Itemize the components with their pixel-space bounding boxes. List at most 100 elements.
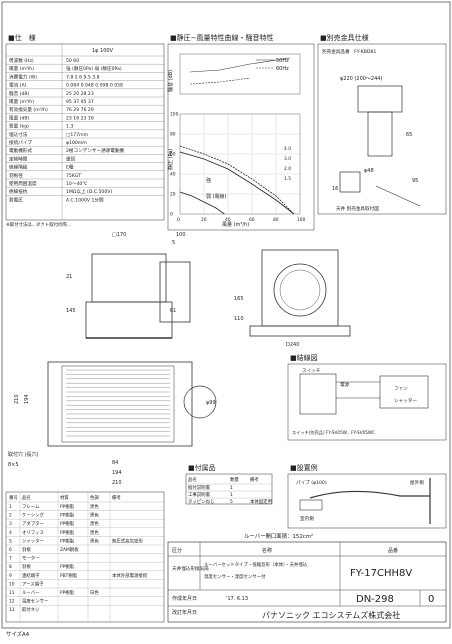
wiring-label-shutter: シャッター <box>394 397 417 404</box>
spec-row-value: 75KGT <box>66 173 81 179</box>
parts-cell: 羽根 <box>22 563 31 570</box>
spec-row-label: 定格時間 <box>9 155 28 162</box>
front-view: □170 5 100 21 145 61 <box>66 232 191 339</box>
dim-front-45: 5 <box>172 240 175 246</box>
legend-50hz: 50Hz <box>276 58 289 64</box>
sheet-border <box>1 1 451 629</box>
parts-cell: PP樹脂 <box>60 563 75 570</box>
pipe-dim-95: 95 <box>412 178 418 184</box>
pipe-frame <box>317 43 447 215</box>
setup-fan <box>299 499 323 511</box>
parts-cell: シャッター <box>22 537 44 544</box>
pipe-dim-48: φ48 <box>364 168 374 174</box>
acc-cell: タッピンねじ <box>188 498 214 505</box>
spec-row-value: 23 16 23 16 <box>66 115 94 121</box>
parts-cell: PP樹脂 <box>60 529 75 536</box>
wiring-label-switch: スイッチ <box>302 368 321 374</box>
wiring-label-fan: ファン <box>394 386 408 392</box>
tb-company: パナソニック エコシステムズ株式会社 <box>262 610 400 620</box>
wiring-frame <box>287 363 447 441</box>
parts-cell: PP樹脂 <box>60 503 75 510</box>
tb-model-label: 品番 <box>388 547 398 554</box>
dim-front-170: □170 <box>112 232 126 238</box>
spec-row-label: 騒音 (dB) <box>9 90 30 97</box>
acc-header: 備考 <box>250 476 259 483</box>
spec-row-label: 電動機形式 <box>9 147 32 154</box>
pipe-dim-diameter: φ220 (200〜244) <box>340 76 382 82</box>
acc-cell: 据付説明書 <box>188 484 211 491</box>
spec-row-value: 0.084 0.048 0.098 0.058 <box>66 83 123 89</box>
parts-cell: アダプター <box>22 520 44 527</box>
spec-row-value: 10〜40℃ <box>66 181 87 187</box>
parts-cell: 温度センサー <box>22 598 48 605</box>
noise-chart-area <box>179 53 301 95</box>
louver-slats <box>66 369 170 437</box>
spec-voltage: 1φ 100V <box>92 48 114 54</box>
parts-cell: 9 <box>9 573 12 579</box>
curve-label-high: 強 <box>206 177 211 184</box>
spec-row-value: 25 20 28 23 <box>66 91 94 97</box>
side-duct-circle <box>273 263 327 317</box>
perf-frame <box>167 43 315 231</box>
spec-row-value: A.C.1000V 1分間 <box>66 196 104 203</box>
parts-cell: 連結端子 <box>22 572 40 579</box>
dim-front-100: 100 <box>176 232 186 238</box>
top-duct-circle <box>183 385 217 419</box>
spec-row-label: 有効換気量 (m³/h) <box>9 106 48 113</box>
spec-row-label: 羽根径 <box>9 172 23 179</box>
setup-label-pipe: パイプ (φ100) <box>296 480 327 486</box>
series-line <box>179 151 295 215</box>
spec-row-value: φ100mm <box>66 140 87 146</box>
parts-cell: 白色 <box>90 589 99 596</box>
tb-type-label: 区分 <box>172 547 182 554</box>
chart-annotation: 3.0 <box>284 156 291 162</box>
parts-cell: 2 <box>9 513 12 519</box>
setup-frame <box>287 473 447 529</box>
spec-row-value: 7.8 2.6 9.5 3.8 <box>66 74 100 80</box>
bracket-body <box>357 85 403 113</box>
x-tick-label: 20 <box>201 217 207 223</box>
dim-front-61: 61 <box>170 308 176 314</box>
parts-cell: 黒色 <box>90 520 99 527</box>
parts-cell: ケーシング <box>22 512 44 519</box>
pipe-section: ■別売金具仕様 別売金具品番 FY-KBD81 φ220 (200〜244) 6… <box>317 33 447 215</box>
perf-title: ■静圧−風量特性曲線・騒音特性 <box>170 33 273 42</box>
wiring-title: ■結線図 <box>290 353 318 362</box>
curve-label-low: 弱 (電線) <box>206 193 227 200</box>
tb-name-value2: 温度センサー・湿度センサー付 <box>204 573 266 580</box>
setup-section: ■設置例 パイプ (φ100) 屋外側 室内側 <box>287 463 447 529</box>
parts-cell: フレーム <box>22 504 40 510</box>
series-line <box>179 145 295 215</box>
spec-title: ■仕 様 <box>8 33 36 42</box>
parts-header: 色調 <box>90 494 99 501</box>
parts-cell: 無圧式高気密形 <box>112 537 143 544</box>
tb-date-value: '17. 6.13 <box>226 596 248 602</box>
legend-60hz: 60Hz <box>276 66 289 72</box>
acc-cell: 1 <box>230 492 233 498</box>
acc-cell: 本体固定用 <box>250 498 272 505</box>
pipe-dim-65: 65 <box>406 132 412 138</box>
side-duct-inner <box>279 269 321 311</box>
parts-cell: PBT樹脂 <box>60 572 78 579</box>
dim-front-21: 21 <box>66 274 72 280</box>
acc-cell: 1 <box>230 485 233 491</box>
dim-side-165: 165 <box>234 296 244 302</box>
front-adapter <box>159 261 191 323</box>
parts-cell: 羽根 <box>22 546 31 553</box>
size-label: サイズA4 <box>6 630 30 638</box>
spec-row-label: 風量 (m³/h) <box>9 65 34 72</box>
front-casing <box>91 253 167 303</box>
spec-row-label: 消費電力 (W) <box>9 73 37 80</box>
spec-row-label: 電流 (A) <box>9 82 27 89</box>
pipe-note: 天井 別売金具取付図 <box>336 205 379 212</box>
noise-ylabel: 騒音 (dB) <box>167 70 174 92</box>
parts-header: 品名 <box>22 494 31 501</box>
acc-header: 数量 <box>230 476 239 483</box>
spec-row-value: 95 37 95 37 <box>66 99 94 105</box>
parts-cell: アース端子 <box>22 580 44 587</box>
parts-cell: 6 <box>9 547 12 553</box>
setup-pipe <box>309 490 430 499</box>
spec-row-label: 埋込寸法 <box>9 131 28 138</box>
